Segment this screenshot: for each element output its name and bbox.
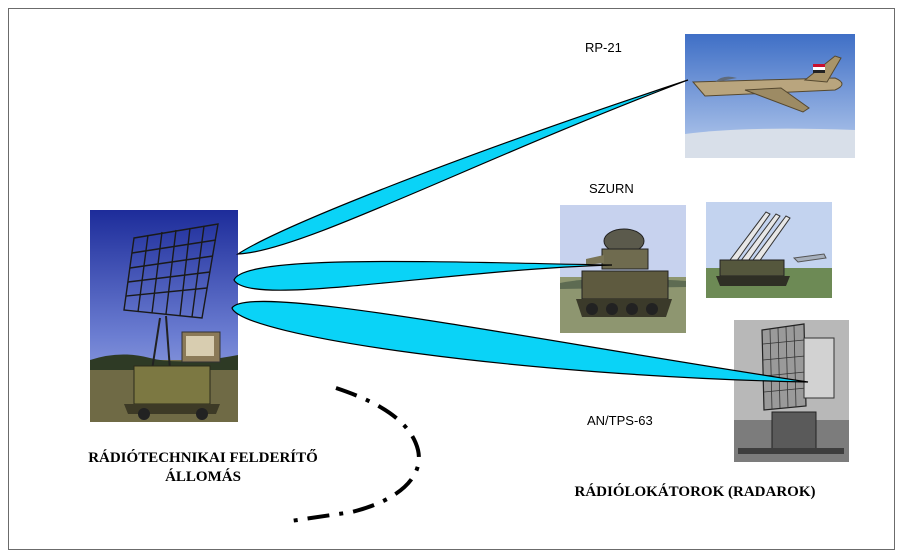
- station-caption-line2: ÁLLOMÁS: [165, 469, 241, 485]
- beam-to-target2: [233, 260, 613, 291]
- station-caption-line1: RÁDIÓTECHNIKAI FELDERÍTŐ: [88, 450, 318, 466]
- station-photo: [90, 210, 238, 422]
- target2-label: SZURN: [589, 181, 634, 196]
- target3-label: AN/TPS-63: [587, 413, 653, 428]
- target2b-photo: [706, 202, 832, 298]
- beam-to-target1: [235, 79, 689, 255]
- target3-photo: [734, 320, 849, 462]
- target2-photo: [560, 205, 686, 333]
- target1-photo: [685, 34, 855, 158]
- target1-label: RP-21: [585, 40, 622, 55]
- station-caption: RÁDIÓTECHNIKAI FELDERÍTŐ ÁLLOMÁS: [36, 449, 370, 487]
- dashed-trail: [283, 386, 421, 524]
- slide-frame: [8, 8, 895, 550]
- beam-to-target3: [231, 300, 809, 383]
- radars-caption: RÁDIÓLOKÁTOROK (RADAROK): [574, 484, 816, 500]
